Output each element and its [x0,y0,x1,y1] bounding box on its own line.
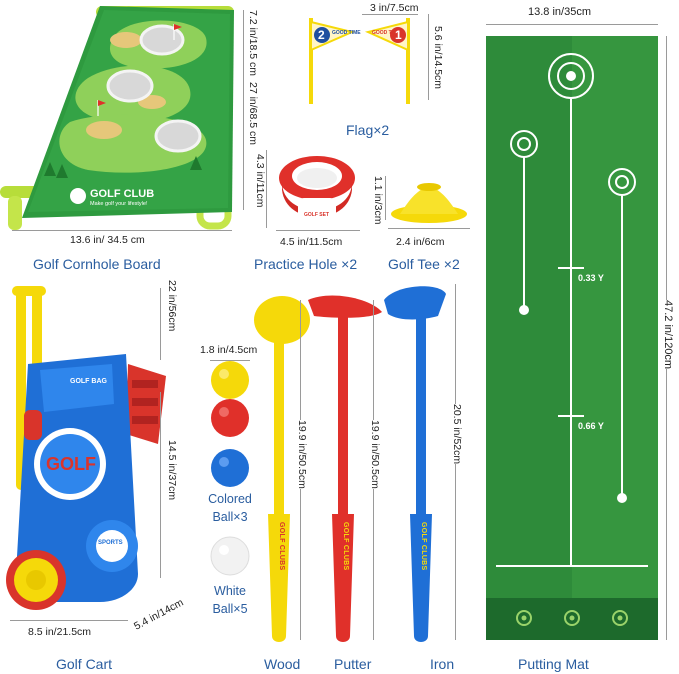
golf-tee-dim-line-left [385,176,386,220]
golf-cart-image [6,286,166,610]
flag-right-number: 1 [395,28,402,42]
golf-cart-dim-line-tall [160,288,161,360]
flag-left-text: GOOD TIME [332,30,361,36]
putter-length-dim: 19.9 in/50.5cm [369,420,381,489]
flag-right-text: GOOD TIME [372,30,401,36]
practice-hole-sticker: GOLF SET [304,212,329,218]
cornhole-width-dim: 13.6 in/ 34.5 cm [70,234,145,246]
cornhole-height-dim: 27 in/68.5 cm [247,82,259,146]
flag-dim-line-top [362,14,418,15]
iron-length-dim: 20.5 in/52cm [451,404,463,465]
mat-width-dim: 13.8 in/35cm [528,6,591,18]
wood-label: Wood [264,656,301,672]
mat-dim-line-top [486,24,658,25]
white-balls-label: White Ball×5 [212,584,248,617]
putting-mat-label: Putting Mat [518,656,589,672]
golf-cart-bag-text: GOLF BAG [70,378,107,385]
golf-tee-height-dim: 1.1 in/3cm [372,176,384,225]
ball-dim-line [210,360,250,361]
putting-mat-image [486,36,658,640]
wood-grip-text: GOLF CLUBS [278,522,285,571]
cornhole-slogan: Make golf your lifestyle! [90,201,148,207]
golf-tee-dim-line-bottom [388,228,470,229]
golf-cart-width-dim: 8.5 in/21.5cm [28,626,92,638]
practice-hole-dim-line-bottom [276,230,360,231]
mat-length-dim: 47.2 in/120cm [662,300,674,370]
cornhole-dim-line-right [243,10,244,210]
golf-cart-label: Golf Cart [56,656,113,672]
putter-label: Putter [334,656,372,672]
ball-diameter-dim: 1.8 in/4.5cm [200,344,258,356]
golf-cart-sticker-text: SPORTS [98,540,123,546]
cornhole-spacing-dim: 7.2 in/18.5 cm [247,10,259,76]
iron-grip-text: GOLF CLUBS [420,522,427,571]
golf-tee-label: Golf Tee ×2 [388,256,460,272]
cornhole-dim-line-bottom [12,230,232,231]
balls-image [210,361,250,576]
clubs-image [254,286,446,642]
practice-hole-image [279,156,355,222]
practice-hole-height-dim: 4.3 in/11cm [254,154,266,208]
colored-balls-label: Colored Ball×3 [208,492,252,525]
flag-label: Flag×2 [346,122,390,138]
golf-cart-height-dim: 22 in/56cm [166,280,178,332]
practice-hole-label: Practice Hole ×2 [254,256,358,272]
mat-mark-066: 0.66 Y [578,421,604,431]
golf-cart-body-dim: 14.5 in/37cm [166,440,178,501]
practice-hole-width-dim: 4.5 in/11.5cm [280,236,343,248]
putter-grip-text: GOLF CLUBS [342,522,349,571]
cornhole-board-image [0,6,234,230]
golf-cart-dim-line-body [160,392,161,578]
practice-hole-dim-line-left [266,150,267,228]
flag-dim-line-right [428,14,429,100]
golf-tee-image [391,183,467,223]
wood-length-dim: 19.9 in/50.5cm [296,420,308,489]
golf-tee-width-dim: 2.4 in/6cm [396,236,445,248]
golf-cart-golf-text: GOLF [46,454,96,474]
flags-image [309,18,410,104]
flag-width-dim: 3 in/7.5cm [370,2,419,14]
mat-mark-033: 0.33 Y [578,273,604,283]
cornhole-logo-text: GOLF CLUB [90,188,155,200]
flag-left-number: 2 [318,28,325,42]
cornhole-label: Golf Cornhole Board [33,256,161,272]
iron-label: Iron [430,656,455,672]
golf-cart-dim-line-bottom [10,620,128,621]
flag-height-dim: 5.6 in/14.5cm [432,26,444,90]
